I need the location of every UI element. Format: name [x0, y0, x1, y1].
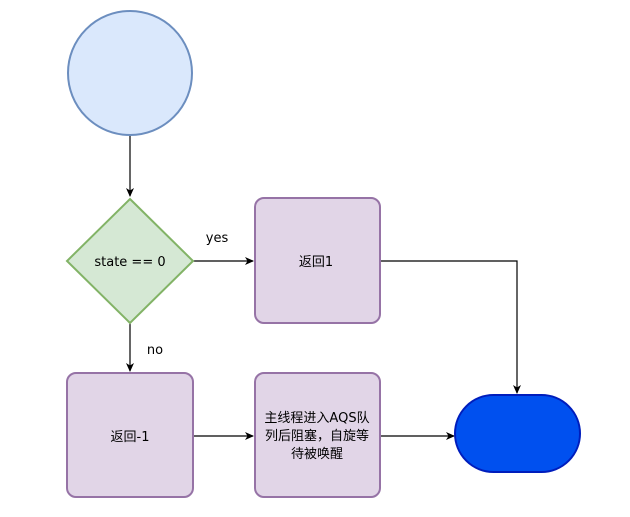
enqueue-label-line-1: 主线程进入AQS队 [264, 411, 369, 426]
enqueue-label-line-2: 列后阻塞，自旋等 [265, 428, 369, 444]
decision-node[interactable] [65, 197, 195, 325]
process-return-minus-one[interactable] [66, 372, 194, 498]
return-minus-one-label: 返回-1 [111, 430, 150, 445]
start-node[interactable] [67, 10, 193, 136]
enqueue-label-line-3: 待被唤醒 [291, 447, 343, 462]
yes-label: yes [206, 231, 229, 246]
no-label: no [147, 343, 163, 358]
edge-return-one-to-end [380, 260, 521, 394]
decision-label: state == 0 [94, 255, 165, 270]
process-return-one[interactable] [254, 197, 381, 324]
return-one-label: 返回1 [299, 255, 333, 270]
end-node[interactable] [454, 394, 581, 473]
process-enqueue-block[interactable] [254, 372, 381, 498]
